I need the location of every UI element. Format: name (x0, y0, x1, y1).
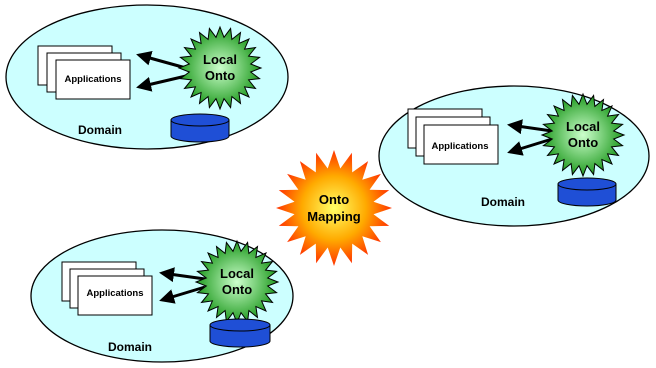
onto-mapping-group: Onto Mapping (276, 150, 392, 266)
domain-group-top-left: Applications Local Onto Domain (5, 4, 289, 150)
ontology-label-line2: Onto (222, 282, 252, 297)
document-stack-icon (61, 261, 153, 316)
domain-label: Domain (481, 195, 525, 209)
database-icon (557, 177, 617, 207)
starburst-icon (177, 25, 263, 111)
double-arrow-connector (159, 267, 206, 304)
domain-group-bottom-left: Applications Local Onto Domain (30, 229, 294, 363)
ontology-label-line1: Local (566, 119, 600, 134)
double-arrow-connector (136, 50, 187, 92)
ontology-label-line2: Onto (205, 68, 235, 83)
starburst-icon (276, 150, 392, 266)
mapping-label-line1: Onto (319, 192, 349, 207)
ontology-label-line1: Local (203, 52, 237, 67)
mapping-label-line2: Mapping (307, 209, 360, 224)
applications-label: Applications (431, 141, 488, 152)
domain-label: Domain (108, 340, 152, 354)
database-icon (170, 113, 230, 143)
applications-label: Applications (64, 74, 121, 85)
ontology-label-line1: Local (220, 266, 254, 281)
document-stack-icon (407, 108, 499, 165)
domain-group-right: Applications Local Onto Domain (378, 85, 650, 227)
applications-label: Applications (86, 288, 143, 299)
domain-label: Domain (78, 123, 122, 137)
database-icon (209, 318, 271, 348)
ontology-label-line2: Onto (568, 135, 598, 150)
double-arrow-connector (507, 119, 553, 156)
starburst-icon (540, 92, 626, 178)
document-stack-icon (37, 45, 131, 100)
